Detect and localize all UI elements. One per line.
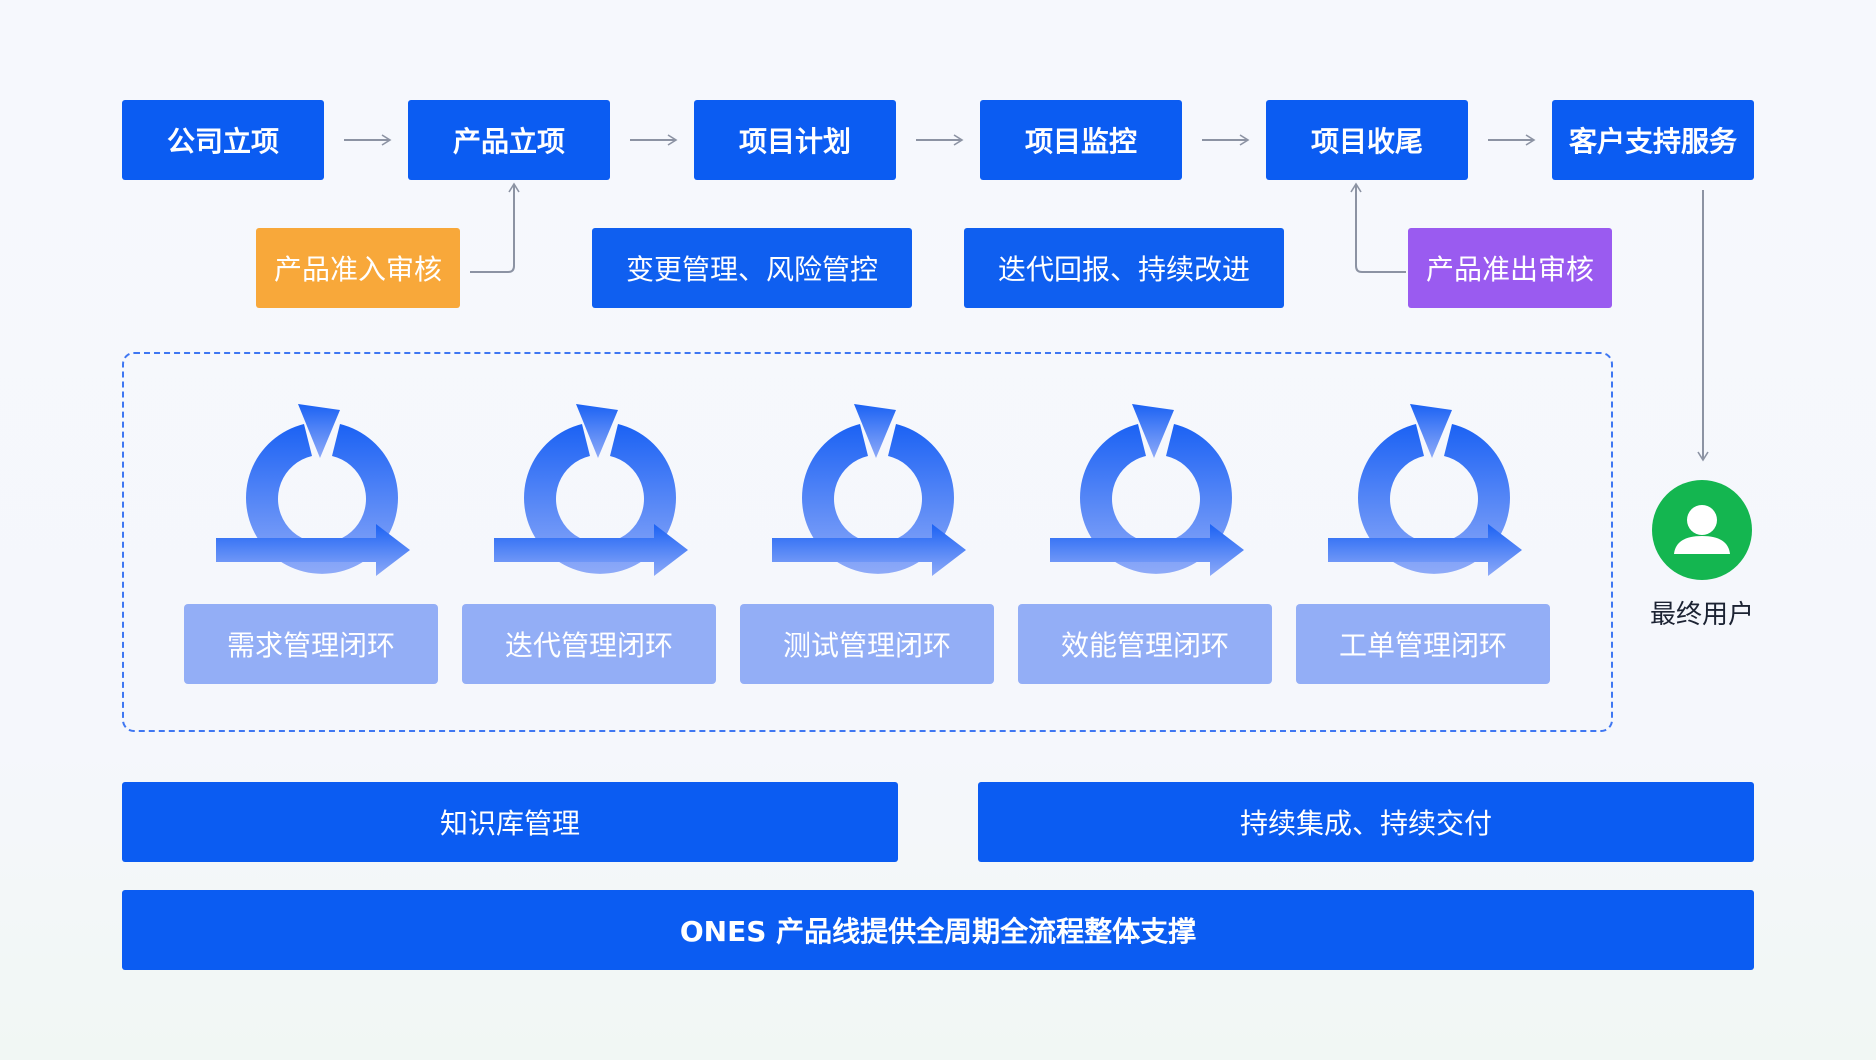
cycle-label-ticket: 工单管理闭环 (1296, 604, 1550, 684)
knowledge-base-bar: 知识库管理 (122, 782, 898, 862)
stage-product-approval: 产品立项 (408, 100, 610, 180)
stage-project-planning: 项目计划 (694, 100, 896, 180)
exit-review-box: 产品准出审核 (1408, 228, 1612, 308)
cycle-icon (1046, 400, 1246, 580)
stage-customer-support: 客户支持服务 (1552, 100, 1754, 180)
user-icon (1652, 480, 1752, 580)
cycle-label-efficiency: 效能管理闭环 (1018, 604, 1272, 684)
entry-review-box: 产品准入审核 (256, 228, 460, 308)
closed-loop-container (122, 352, 1613, 732)
cycle-icon (212, 400, 412, 580)
stage-project-monitoring: 项目监控 (980, 100, 1182, 180)
cycle-label-requirements: 需求管理闭环 (184, 604, 438, 684)
arrow-entry-review (470, 182, 520, 273)
iteration-improve-box: 迭代回报、持续改进 (964, 228, 1284, 308)
ci-cd-bar: 持续集成、持续交付 (978, 782, 1754, 862)
cycle-icon (768, 400, 968, 580)
stage-company-approval: 公司立项 (122, 100, 324, 180)
stage-project-closing: 项目收尾 (1266, 100, 1468, 180)
cycle-label-testing: 测试管理闭环 (740, 604, 994, 684)
cycle-icon (490, 400, 690, 580)
ones-support-bar: ONES 产品线提供全周期全流程整体支撑 (122, 890, 1754, 970)
cycle-icon (1324, 400, 1524, 580)
change-risk-box: 变更管理、风险管控 (592, 228, 912, 308)
end-user-label: 最终用户 (1649, 600, 1754, 630)
arrow-exit-review (1350, 182, 1406, 273)
cycle-label-iteration: 迭代管理闭环 (462, 604, 716, 684)
